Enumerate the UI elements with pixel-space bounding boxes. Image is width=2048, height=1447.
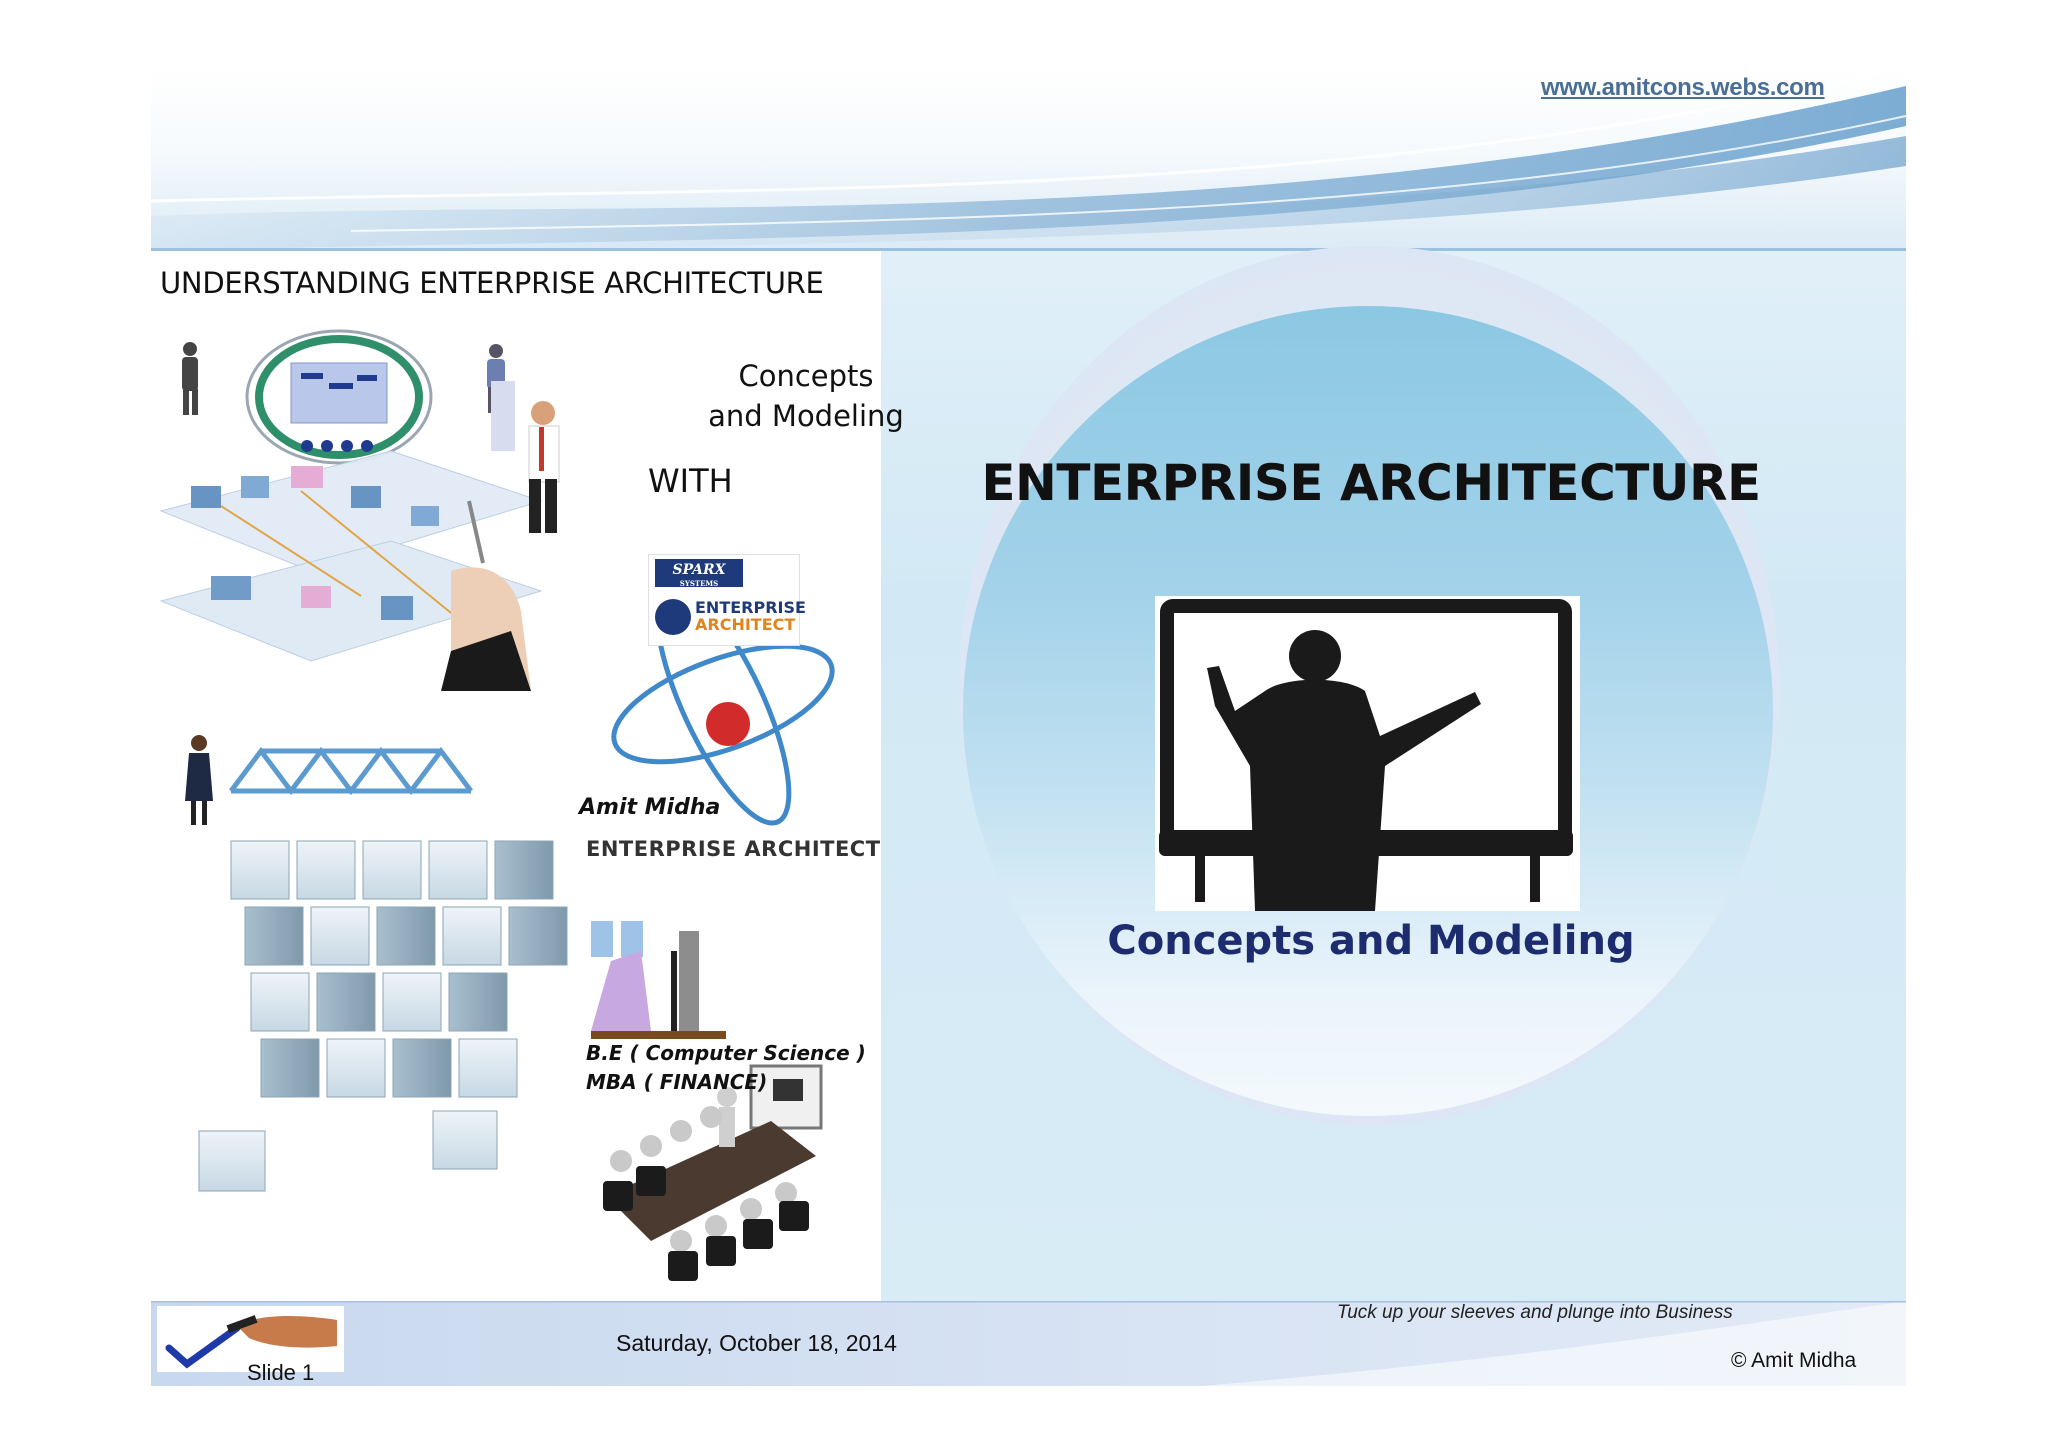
bridge-truss-icon xyxy=(229,746,473,796)
ea-logo-icon xyxy=(655,599,691,635)
ea-figure-icon xyxy=(591,921,726,1039)
main-title: ENTERPRISE ARCHITECTURE xyxy=(981,454,1761,512)
author-degrees: B.E ( Computer Science ) MBA ( FINANCE) xyxy=(586,1039,866,1097)
footer-bar xyxy=(151,1299,1906,1386)
degree-line-1: B.E ( Computer Science ) xyxy=(586,1041,866,1065)
atom-logo-icon xyxy=(611,582,835,826)
ea-logo-line-1: ENTERPRISE xyxy=(695,598,806,617)
slide-number: Slide 1 xyxy=(247,1360,315,1385)
left-collage-panel xyxy=(151,251,881,1301)
teacher-illustration xyxy=(1155,596,1580,911)
concepts-text: Concepts and Modeling xyxy=(641,356,971,436)
businessman-icon xyxy=(182,342,198,415)
sparx-ea-logo: SPARX SYSTEMS ENTERPRISE ARCHITECT xyxy=(648,554,806,646)
main-subtitle: Concepts and Modeling xyxy=(1107,918,1635,964)
woman-icon xyxy=(185,735,213,825)
ea-logo-text: ENTERPRISE ARCHITECT xyxy=(695,599,806,633)
presenter-icon xyxy=(491,381,560,533)
with-label: WITH xyxy=(648,462,733,500)
ea-logo-line-2: ARCHITECT xyxy=(695,615,796,634)
website-link[interactable]: www.amitcons.webs.com xyxy=(1541,74,1825,101)
sparx-logo-brand: SPARX SYSTEMS xyxy=(655,559,743,587)
slide-date: Saturday, October 18, 2014 xyxy=(616,1330,897,1356)
architecture-map-icon xyxy=(159,450,543,662)
concepts-line-1: Concepts xyxy=(738,359,874,393)
slide: www.amitcons.webs.com xyxy=(151,66,1906,1386)
ea-product-label: ENTERPRISE ARCHITECT xyxy=(586,837,881,861)
concepts-line-2: and Modeling xyxy=(708,399,904,433)
copyright-text: © Amit Midha xyxy=(1731,1349,1857,1372)
hand-writing-icon xyxy=(441,500,531,691)
collage-title: UNDERSTANDING ENTERPRISE ARCHITECTURE xyxy=(160,266,824,300)
author-name: Amit Midha xyxy=(579,795,721,820)
degree-line-2: MBA ( FINANCE) xyxy=(586,1070,768,1094)
collage-graphics xyxy=(159,329,835,1281)
process-ring-icon xyxy=(245,329,433,465)
footer-swoosh xyxy=(151,1299,1906,1386)
footer-checkmark xyxy=(157,1306,344,1372)
teacher-silhouette-icon xyxy=(1159,599,1573,911)
cube-stack-icon xyxy=(198,840,568,1192)
sparx-brand-sub: SYSTEMS xyxy=(679,579,719,588)
meeting-room-icon xyxy=(603,1064,823,1281)
header-banner: www.amitcons.webs.com xyxy=(151,66,1906,251)
swoosh-graphic xyxy=(151,66,1906,251)
checkmark-icon xyxy=(165,1315,337,1369)
slide-tagline: Tuck up your sleeves and plunge into Bus… xyxy=(1337,1302,1733,1323)
sparx-brand-text: SPARX xyxy=(672,562,726,578)
